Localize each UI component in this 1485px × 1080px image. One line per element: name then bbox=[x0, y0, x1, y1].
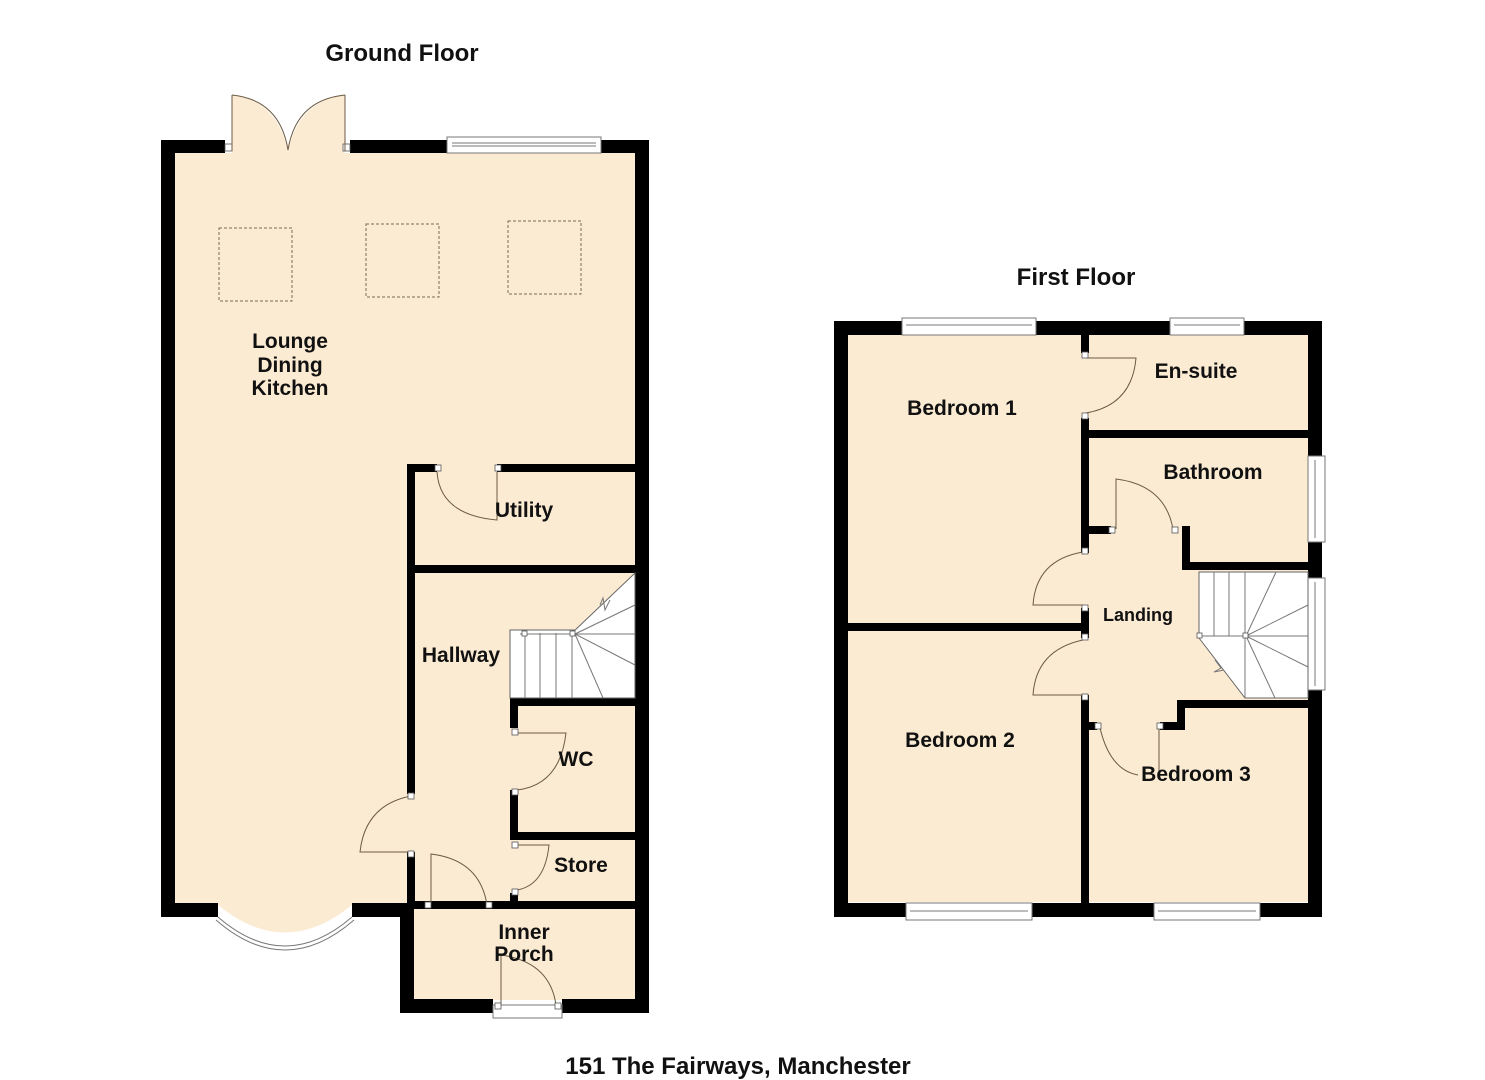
room-label-wc: WC bbox=[559, 748, 594, 771]
room-label-utility: Utility bbox=[495, 499, 554, 522]
ground-floor-plan bbox=[161, 94, 649, 1019]
room-label-en-suite: En-suite bbox=[1155, 360, 1238, 383]
room-label-inner: Inner bbox=[498, 921, 549, 944]
property-address: 151 The Fairways, Manchester bbox=[565, 1053, 911, 1080]
room-label-porch: Porch bbox=[494, 943, 554, 966]
room-label-dining: Dining bbox=[257, 354, 322, 377]
room-label-lounge: Lounge bbox=[252, 330, 328, 353]
room-label-kitchen: Kitchen bbox=[251, 377, 328, 400]
room-label-bedroom-3: Bedroom 3 bbox=[1141, 763, 1251, 786]
room-label-landing: Landing bbox=[1103, 605, 1173, 625]
first-floor-plan bbox=[834, 317, 1326, 921]
room-label-bathroom: Bathroom bbox=[1163, 461, 1262, 484]
room-label-store: Store bbox=[554, 854, 608, 877]
first-floor-title: First Floor bbox=[1017, 264, 1136, 291]
room-label-bedroom-2: Bedroom 2 bbox=[905, 729, 1015, 752]
room-label-bedroom-1: Bedroom 1 bbox=[907, 397, 1017, 420]
room-label-hallway: Hallway bbox=[422, 644, 501, 667]
ground-floor-title: Ground Floor bbox=[325, 40, 478, 67]
